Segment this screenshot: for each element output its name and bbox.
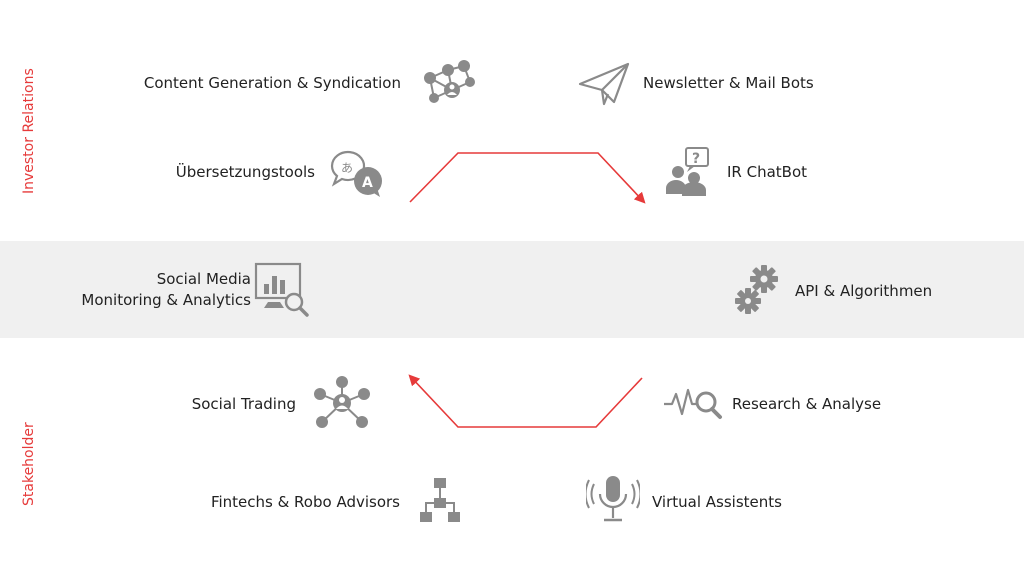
svg-text:あ: あ	[341, 161, 353, 175]
virtual-assistents-label: Virtual Assistents	[652, 493, 782, 511]
social-trading-label: Social Trading	[191, 395, 296, 413]
network-icon	[424, 60, 475, 103]
wave-search-icon	[664, 388, 722, 419]
translate-icon: あ A	[330, 150, 382, 197]
monitor-analytics-icon	[254, 262, 309, 317]
gears-icon	[735, 265, 778, 314]
ir-chatbot-label: IR ChatBot	[727, 163, 808, 181]
content-generation-label: Content Generation & Syndication	[143, 74, 401, 92]
fintechs-label: Fintechs & Robo Advisors	[210, 493, 400, 511]
social-media-line1: Social Media	[156, 270, 251, 288]
social-media-label: Social Media Monitoring & Analytics	[60, 269, 251, 311]
svg-text:A: A	[362, 175, 373, 191]
chatbot-question-icon: ?	[666, 147, 709, 196]
top-flow-arrow	[409, 152, 646, 204]
hub-network-icon	[314, 376, 370, 428]
bottom-flow-arrow	[408, 374, 643, 428]
social-media-line2: Monitoring & Analytics	[81, 291, 251, 309]
flowchart-icon	[420, 478, 460, 522]
api-algorithmen-label: API & Algorithmen	[795, 282, 933, 300]
uebersetzungstools-label: Übersetzungstools	[175, 163, 315, 181]
paper-plane-icon	[578, 62, 630, 106]
svg-text:?: ?	[692, 151, 700, 167]
microphone-icon	[586, 476, 640, 522]
research-analyse-label: Research & Analyse	[732, 395, 882, 413]
middle-band	[0, 241, 1024, 338]
newsletter-label: Newsletter & Mail Bots	[643, 74, 814, 92]
